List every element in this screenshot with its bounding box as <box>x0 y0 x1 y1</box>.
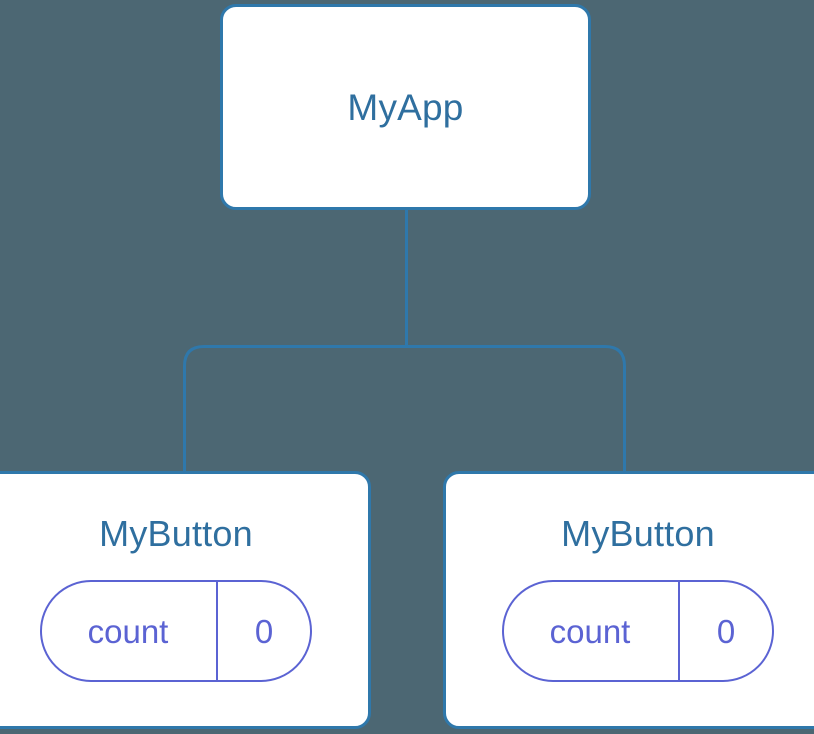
node-mybutton-2[interactable]: MyButton count 0 <box>443 471 814 729</box>
state-key: count <box>87 612 169 650</box>
state-pill[interactable]: count 0 <box>40 580 312 682</box>
node-title: MyButton <box>99 513 253 554</box>
node-title: MyApp <box>347 86 464 128</box>
node-mybutton-1[interactable]: MyButton count 0 <box>0 471 371 729</box>
edge-branch-right <box>406 345 626 472</box>
edge-branch-left <box>183 345 407 472</box>
state-value: 0 <box>678 582 772 680</box>
state-pill[interactable]: count 0 <box>502 580 774 682</box>
state-key: count <box>549 612 631 650</box>
node-myapp[interactable]: MyApp <box>220 4 591 210</box>
state-value: 0 <box>216 582 310 680</box>
node-title: MyButton <box>561 513 715 554</box>
